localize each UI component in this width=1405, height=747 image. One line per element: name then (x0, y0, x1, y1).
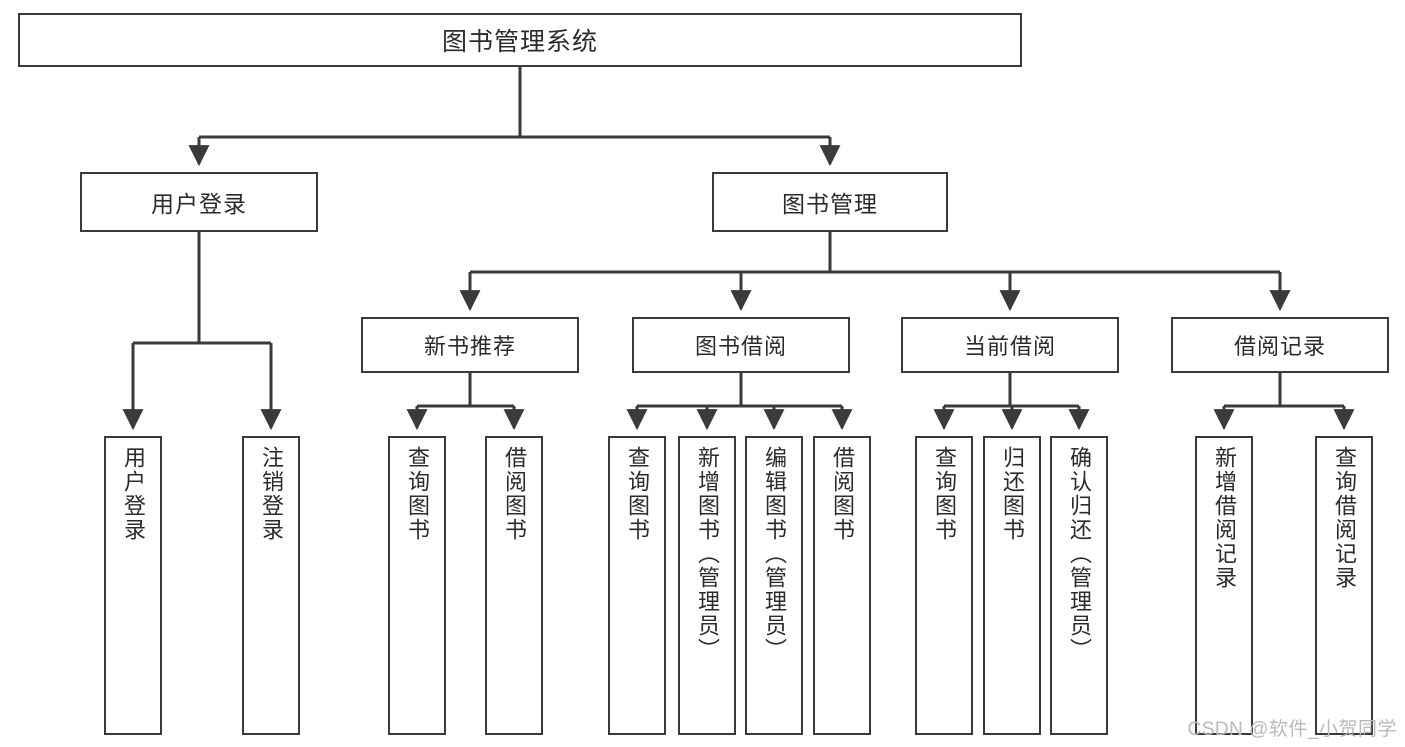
leaf-return-book-label: 归还图书 (1000, 446, 1025, 542)
leaf-borrow-book-2[interactable]: 借阅图书 (813, 436, 871, 735)
leaf-logout-label: 注销登录 (259, 446, 284, 542)
leaf-add-book[interactable]: 新增图书（管理员） (678, 436, 736, 735)
node-new-book-recommend-label: 新书推荐 (423, 334, 516, 359)
leaf-confirm-return[interactable]: 确认归还（管理员） (1050, 436, 1108, 735)
node-book-borrow[interactable]: 图书借阅 (632, 317, 850, 373)
leaf-user-login-label: 用户登录 (121, 446, 146, 542)
node-book-manage-label: 图书管理 (782, 191, 878, 217)
leaf-borrow-book-1-label: 借阅图书 (502, 446, 527, 542)
leaf-borrow-book-1[interactable]: 借阅图书 (485, 436, 543, 735)
leaf-query-book-2-label: 查询图书 (625, 446, 650, 542)
node-borrow-record[interactable]: 借阅记录 (1171, 317, 1389, 373)
leaf-logout[interactable]: 注销登录 (242, 436, 300, 735)
leaf-query-record[interactable]: 查询借阅记录 (1315, 436, 1373, 735)
node-book-borrow-label: 图书借阅 (694, 334, 787, 359)
node-book-manage[interactable]: 图书管理 (712, 172, 948, 232)
node-root[interactable]: 图书管理系统 (18, 13, 1022, 67)
node-new-book-recommend[interactable]: 新书推荐 (361, 317, 579, 373)
node-current-borrow-label: 当前借阅 (963, 334, 1056, 359)
node-root-label: 图书管理系统 (441, 28, 598, 56)
leaf-edit-book[interactable]: 编辑图书（管理员） (745, 436, 803, 735)
leaf-user-login[interactable]: 用户登录 (104, 436, 162, 735)
leaf-borrow-book-2-label: 借阅图书 (830, 446, 855, 542)
leaf-query-book-1[interactable]: 查询图书 (388, 436, 446, 735)
leaf-query-record-label: 查询借阅记录 (1332, 446, 1357, 590)
leaf-add-record-label: 新增借阅记录 (1212, 446, 1237, 590)
leaf-add-book-label: 新增图书（管理员） (695, 446, 720, 662)
node-user-login-label: 用户登录 (151, 191, 247, 217)
csdn-watermark: CSDN @软件_小贺同学 (1187, 719, 1397, 740)
node-user-login[interactable]: 用户登录 (80, 172, 318, 232)
leaf-edit-book-label: 编辑图书（管理员） (762, 446, 787, 662)
node-current-borrow[interactable]: 当前借阅 (901, 317, 1119, 373)
leaf-confirm-return-label: 确认归还（管理员） (1067, 446, 1092, 662)
leaf-add-record[interactable]: 新增借阅记录 (1195, 436, 1253, 735)
leaf-query-book-3[interactable]: 查询图书 (915, 436, 973, 735)
leaf-return-book[interactable]: 归还图书 (983, 436, 1041, 735)
leaf-query-book-1-label: 查询图书 (405, 446, 430, 542)
node-borrow-record-label: 借阅记录 (1233, 334, 1326, 359)
leaf-query-book-2[interactable]: 查询图书 (608, 436, 666, 735)
leaf-query-book-3-label: 查询图书 (932, 446, 957, 542)
